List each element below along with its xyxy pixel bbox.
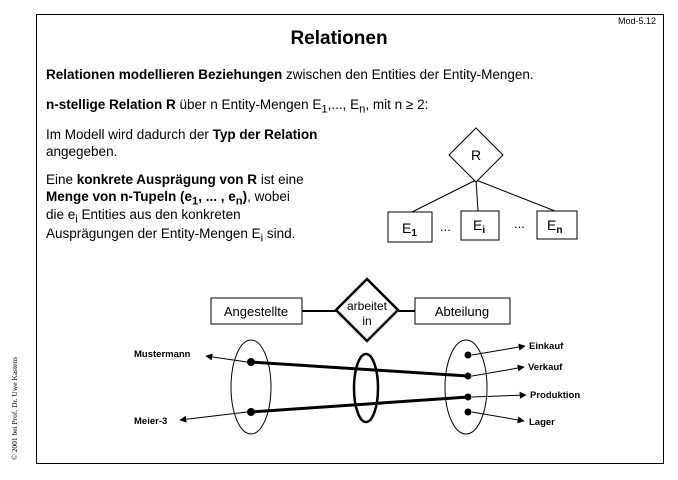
ausp-l2-post: , wobei	[247, 189, 290, 204]
ausp-l2-bold-group: Menge von n-Tupeln (e1, ... , en)	[46, 189, 248, 208]
entity-dot	[464, 372, 472, 380]
ausp-l2-mid: , ... , e	[198, 189, 236, 204]
nary-text: über n Entity-Mengen E	[175, 97, 322, 112]
label-produktion: Produktion	[530, 390, 580, 401]
ausp-l4-post: sind.	[263, 226, 296, 241]
auspraegung-line-2: Menge von n-Tupeln (e1, ... , en), wobei	[46, 188, 290, 211]
auspraegung-line-4: Ausprägungen der Entity-Mengen Ei sind.	[46, 225, 295, 248]
arrow-produktion	[471, 391, 527, 399]
tuple-meier-produktion	[250, 395, 469, 414]
arrow-einkauf	[471, 343, 526, 356]
ausp-l3-post: Entities aus den konkreten	[77, 207, 241, 222]
entity-angestellte-label: Angestellte	[224, 304, 288, 319]
intro-line: Relationen modellieren Beziehungen zwisc…	[46, 66, 534, 84]
relation-schema: R E1 ... Ei ... En	[387, 127, 578, 243]
edge-r-en	[475, 179, 556, 212]
auspraegung-line-1: Eine konkrete Ausprägung von R ist eine	[46, 171, 304, 189]
arrow-mustermann	[205, 353, 248, 363]
entity-abteilung-box	[414, 297, 511, 325]
dots-right: ...	[514, 216, 525, 231]
ausp-l1-post: ist eine	[257, 172, 304, 187]
set-arbeitet-in	[352, 352, 380, 424]
copyright-note: © 2001 bei Prof. Dr. Uwe Kastens	[10, 356, 19, 460]
entity-dot	[464, 393, 472, 401]
dots-left: ...	[440, 219, 451, 234]
arrow-lager	[471, 411, 525, 424]
entity-ei-label: Ei	[473, 217, 485, 236]
nary-sub-1: 1	[321, 103, 328, 116]
edge-r-ei	[475, 179, 479, 212]
entity-dot	[247, 358, 255, 366]
ausp-l1-pre: Eine	[46, 172, 77, 187]
label-meier: Meier-3	[134, 416, 167, 427]
entity-angestellte-box	[210, 297, 303, 325]
typ-bold: Typ der Relation	[212, 127, 318, 142]
entity-ei-box	[460, 210, 500, 241]
typ-line-1: Im Modell wird dadurch der Typ der Relat…	[46, 126, 317, 144]
label-einkauf: Einkauf	[529, 341, 564, 352]
ausp-l2-sub-n: n	[235, 195, 243, 208]
entity-abteilung-label: Abteilung	[435, 304, 489, 319]
slide-frame	[36, 14, 664, 464]
slide-number: Mod-5.12	[617, 16, 656, 26]
ausp-l2-bold: Menge von n-Tupeln (e	[46, 189, 192, 204]
set-angestellte	[230, 339, 272, 435]
set-abteilung	[444, 339, 488, 435]
relation-arbeitet-line2: in	[362, 314, 371, 328]
relation-r-label: R	[471, 147, 481, 163]
intro-rest: zwischen den Entities der Entity-Mengen.	[282, 67, 534, 82]
edge-r-e1	[411, 179, 477, 213]
entity-dot	[464, 408, 472, 416]
nary-end: , mit n ≥ 2:	[365, 97, 429, 112]
label-verkauf: Verkauf	[528, 362, 563, 373]
nary-bold: n-stellige Relation R	[46, 97, 176, 112]
arrow-verkauf	[471, 364, 525, 377]
intro-bold: Relationen modellieren Beziehungen	[46, 67, 283, 82]
arrow-meier	[179, 411, 248, 423]
example-relation: Angestellte arbeitet in Abteilung	[210, 277, 511, 343]
entity-dot	[247, 408, 255, 416]
slide-title: Relationen	[290, 28, 388, 49]
label-lager: Lager	[529, 417, 555, 428]
ausp-l4-pre: Ausprägungen der Entity-Mengen E	[46, 226, 261, 241]
entity-e1-box	[387, 211, 433, 243]
entity-dot	[464, 351, 472, 359]
relation-arbeitet-diamond	[334, 277, 400, 343]
label-mustermann: Mustermann	[134, 349, 191, 360]
instance-sets: Mustermann Meier-3 Einkauf Verkauf Produ…	[134, 339, 580, 435]
ausp-l1-bold: konkrete Ausprägung von R	[76, 172, 258, 187]
ausp-l2-sub-1: 1	[192, 195, 199, 208]
typ-pre: Im Modell wird dadurch der	[46, 127, 213, 142]
relation-r-diamond	[448, 127, 504, 183]
entity-en-box	[536, 210, 578, 240]
entity-e1-label: E1	[402, 220, 417, 239]
auspraegung-line-3: die ei Entities aus den konkreten	[46, 206, 241, 229]
ausp-l3-pre: die e	[46, 207, 76, 222]
relation-arbeitet-line1: arbeitet	[347, 299, 388, 313]
nary-line: n-stellige Relation R über n Entity-Meng…	[46, 96, 428, 119]
typ-line-2: angegeben.	[46, 144, 118, 159]
tuple-mustermann-verkauf	[250, 360, 469, 378]
ausp-l4-sub: i	[260, 232, 264, 245]
ausp-l2-close: )	[242, 189, 248, 204]
nary-sub-n: n	[359, 103, 366, 116]
nary-mid: ,..., E	[327, 97, 360, 112]
ausp-l3-sub: i	[75, 213, 78, 226]
entity-en-label: En	[547, 217, 562, 236]
